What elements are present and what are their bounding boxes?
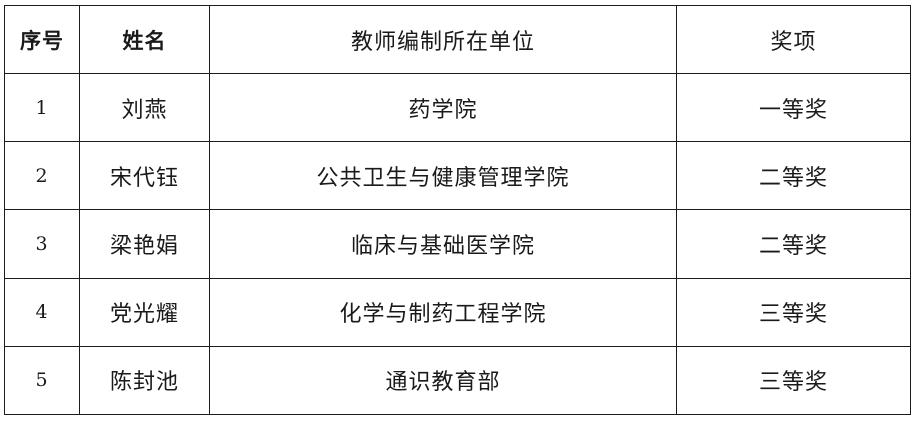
cell-unit: 通识教育部 (209, 345, 677, 416)
cell-award: 三等奖 (676, 277, 911, 347)
cell-unit: 临床与基础医学院 (209, 209, 677, 279)
table-header-row: 序号 姓名 教师编制所在单位 奖项 (4, 5, 911, 74)
cell-unit: 公共卫生与健康管理学院 (209, 141, 677, 211)
cell-award: 一等奖 (676, 72, 911, 143)
cell-name: 宋代钰 (79, 141, 210, 211)
cell-award: 三等奖 (676, 345, 911, 416)
header-award: 奖项 (676, 5, 911, 74)
cell-award: 二等奖 (676, 209, 911, 279)
header-index: 序号 (4, 5, 80, 74)
table-row: 1 刘燕 药学院 一等奖 (4, 72, 911, 143)
award-table: 序号 姓名 教师编制所在单位 奖项 1 刘燕 药学院 一等奖 2 宋代钰 公共卫… (4, 5, 911, 416)
cell-unit: 化学与制药工程学院 (209, 277, 677, 347)
table-row: 2 宋代钰 公共卫生与健康管理学院 二等奖 (4, 141, 911, 211)
cell-name: 刘燕 (79, 72, 210, 143)
table-row: 3 梁艳娟 临床与基础医学院 二等奖 (4, 209, 911, 279)
table-row: 5 陈封池 通识教育部 三等奖 (4, 345, 911, 416)
cell-name: 梁艳娟 (79, 209, 210, 279)
cell-index: 5 (4, 345, 80, 416)
header-unit: 教师编制所在单位 (209, 5, 677, 74)
cell-name: 党光耀 (79, 277, 210, 347)
cell-award: 二等奖 (676, 141, 911, 211)
header-name: 姓名 (79, 5, 210, 74)
cell-index: 4 (4, 277, 80, 347)
cell-index: 1 (4, 72, 80, 143)
cell-name: 陈封池 (79, 345, 210, 416)
cell-unit: 药学院 (209, 72, 677, 143)
cell-index: 2 (4, 141, 80, 211)
table-row: 4 党光耀 化学与制药工程学院 三等奖 (4, 277, 911, 347)
cell-index: 3 (4, 209, 80, 279)
